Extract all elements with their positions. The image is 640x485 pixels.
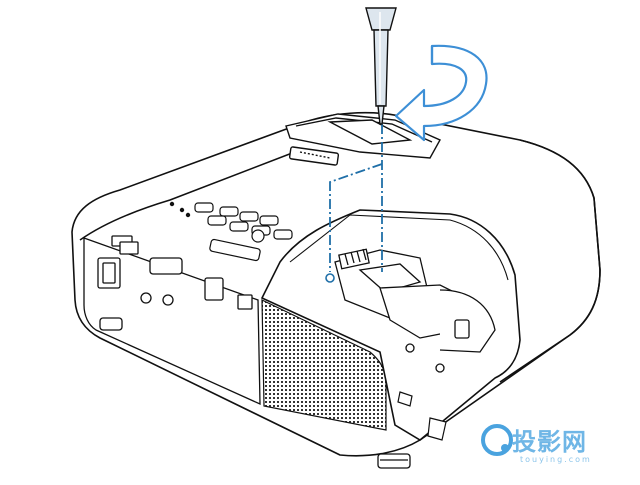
audio-jack	[140, 292, 152, 304]
lid-slot	[288, 146, 340, 166]
watermark-subtext: touying.com	[520, 455, 592, 464]
lamp-unit	[334, 248, 496, 373]
usb-port	[237, 294, 253, 310]
screw	[162, 294, 174, 306]
hdmi-port-2	[204, 277, 224, 301]
screw-marker	[325, 273, 335, 283]
rotate-arrow-icon	[394, 44, 488, 142]
feet	[99, 317, 411, 469]
screwdriver-icon	[365, 7, 397, 125]
lamp-compartment	[260, 209, 521, 441]
connector-panel	[83, 235, 261, 406]
watermark-text: 投影网	[512, 428, 587, 456]
watermark-logo-icon	[481, 424, 513, 456]
guide-lines	[329, 124, 383, 272]
top-lid	[285, 113, 441, 166]
lid-latch	[327, 119, 413, 145]
control-buttons	[169, 201, 293, 262]
vga-port	[149, 257, 183, 275]
